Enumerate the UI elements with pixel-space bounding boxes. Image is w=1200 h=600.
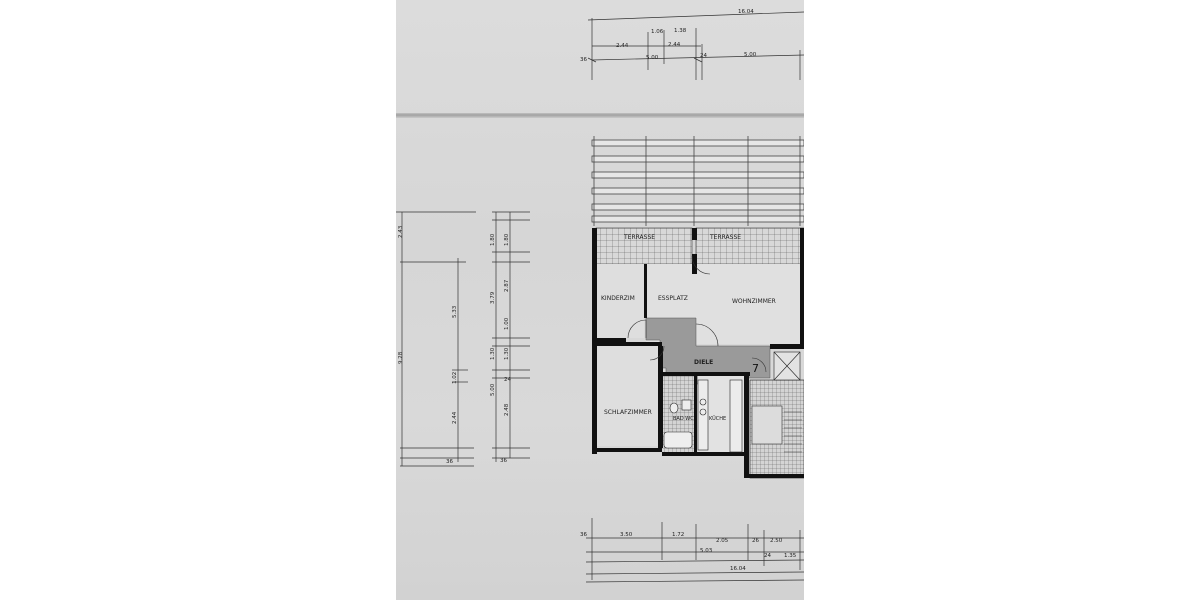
dim-left-d1: 2.43 [398, 225, 404, 238]
label-diele: DIELE [694, 359, 713, 366]
label-bad: BAD WC [673, 416, 694, 422]
dim-inner-d9: 2.48 [504, 403, 510, 416]
room-schlafzimmer [596, 344, 658, 446]
left-outer-dimension-chain [396, 211, 476, 467]
bottom-dimension-chain [585, 518, 804, 583]
dim-inner-d2: 1.80 [504, 233, 510, 246]
dim-top-d5: 5.00 [646, 55, 659, 61]
room-labels: TERRASSE TERRASSE KINDERZIM ESSPLATZ WOH… [601, 234, 776, 422]
dim-bottom-d9: 1.35 [784, 553, 797, 559]
dim-inner-d7: 1.00 [504, 317, 510, 330]
dim-inner-d6: 1.30 [504, 347, 510, 360]
terrace-right [695, 227, 804, 265]
dim-top-d1: 1.06 [651, 29, 664, 35]
label-wohnzimmer: WOHNZIMMER [732, 298, 776, 305]
room-kinderzimmer [596, 264, 644, 338]
label-essplatz: ESSPLATZ [658, 295, 688, 302]
top-dimension-labels: 16.04 1.06 1.38 2.44 2.44 5.00 5.00 24 3… [580, 9, 757, 63]
stair-treads [784, 411, 802, 453]
blueprint-sheet: 16.04 1.06 1.38 2.44 2.44 5.00 5.00 24 3… [396, 0, 804, 600]
shaft-box [773, 351, 801, 381]
left-inner-dimension-chain [492, 211, 530, 462]
dim-top-d7: 24 [700, 53, 707, 59]
dim-bottom-d2: 3.50 [620, 532, 633, 538]
paper-fold-crease [396, 113, 804, 118]
terrace-left [595, 227, 693, 265]
dim-top-d4: 2.44 [668, 42, 681, 48]
label-kinderzim: KINDERZIM [601, 295, 635, 302]
dim-inner-d11: 36 [500, 458, 507, 464]
dim-bottom-d1: 36 [580, 532, 587, 538]
walls [592, 228, 804, 478]
dim-bottom-d5: 2.50 [770, 538, 783, 544]
left-inner-dimension-labels: 1.80 1.80 3.79 2.87 1.30 1.30 1.00 5.00 … [490, 233, 511, 464]
dim-left-d2: 5.33 [452, 305, 458, 318]
floor-plan: 16.04 1.06 1.38 2.44 2.44 5.00 5.00 24 3… [396, 9, 804, 583]
dim-left-total: 9.28 [398, 351, 404, 364]
stair-arrow-mark: 7 [752, 362, 759, 375]
dim-left-d3: 1.02 [452, 372, 458, 384]
dim-bottom-d3: 1.72 [672, 532, 684, 538]
label-schlafzimmer: SCHLAFZIMMER [604, 409, 652, 416]
stair-landing [751, 405, 783, 445]
dim-bottom-total: 16.04 [730, 566, 746, 572]
dim-top-d3: 2.44 [616, 43, 629, 49]
dim-bottom-d7: 5.03 [700, 548, 713, 554]
dim-inner-d8: 5.00 [490, 383, 496, 396]
dim-bottom-d8: 24 [764, 553, 771, 559]
dim-left-d5: 36 [446, 459, 453, 465]
dim-inner-d4: 2.87 [504, 279, 510, 292]
dim-top-d8: 36 [580, 57, 587, 63]
top-dimension-chain [587, 11, 804, 80]
dim-inner-d3: 3.79 [490, 291, 496, 304]
dim-bottom-d4: 2.05 [716, 538, 729, 544]
left-outer-dimension-labels: 2.43 9.28 5.33 1.02 2.44 36 [398, 225, 458, 465]
bottom-dimension-labels: 36 3.50 1.72 2.05 2.50 26 5.03 24 1.35 1… [580, 532, 797, 572]
dim-inner-d10: 24 [504, 377, 511, 383]
dim-inner-d1: 1.80 [490, 233, 496, 246]
label-terrasse-left: TERRASSE [623, 234, 655, 241]
dim-top-total: 16.04 [738, 9, 754, 15]
label-terrasse-right: TERRASSE [709, 234, 741, 241]
pergola-beams [591, 136, 804, 226]
kitchen-counters [697, 379, 743, 453]
dim-inner-d5: 1.30 [490, 347, 496, 360]
door-swings [627, 255, 767, 373]
dim-top-d2: 1.38 [674, 28, 687, 34]
dim-bottom-d6: 26 [752, 538, 759, 544]
label-kueche: KÜCHE [709, 415, 726, 422]
bath-fixtures [663, 399, 693, 449]
dim-left-d4: 2.44 [452, 411, 458, 424]
dim-top-d6: 5.00 [744, 52, 757, 58]
